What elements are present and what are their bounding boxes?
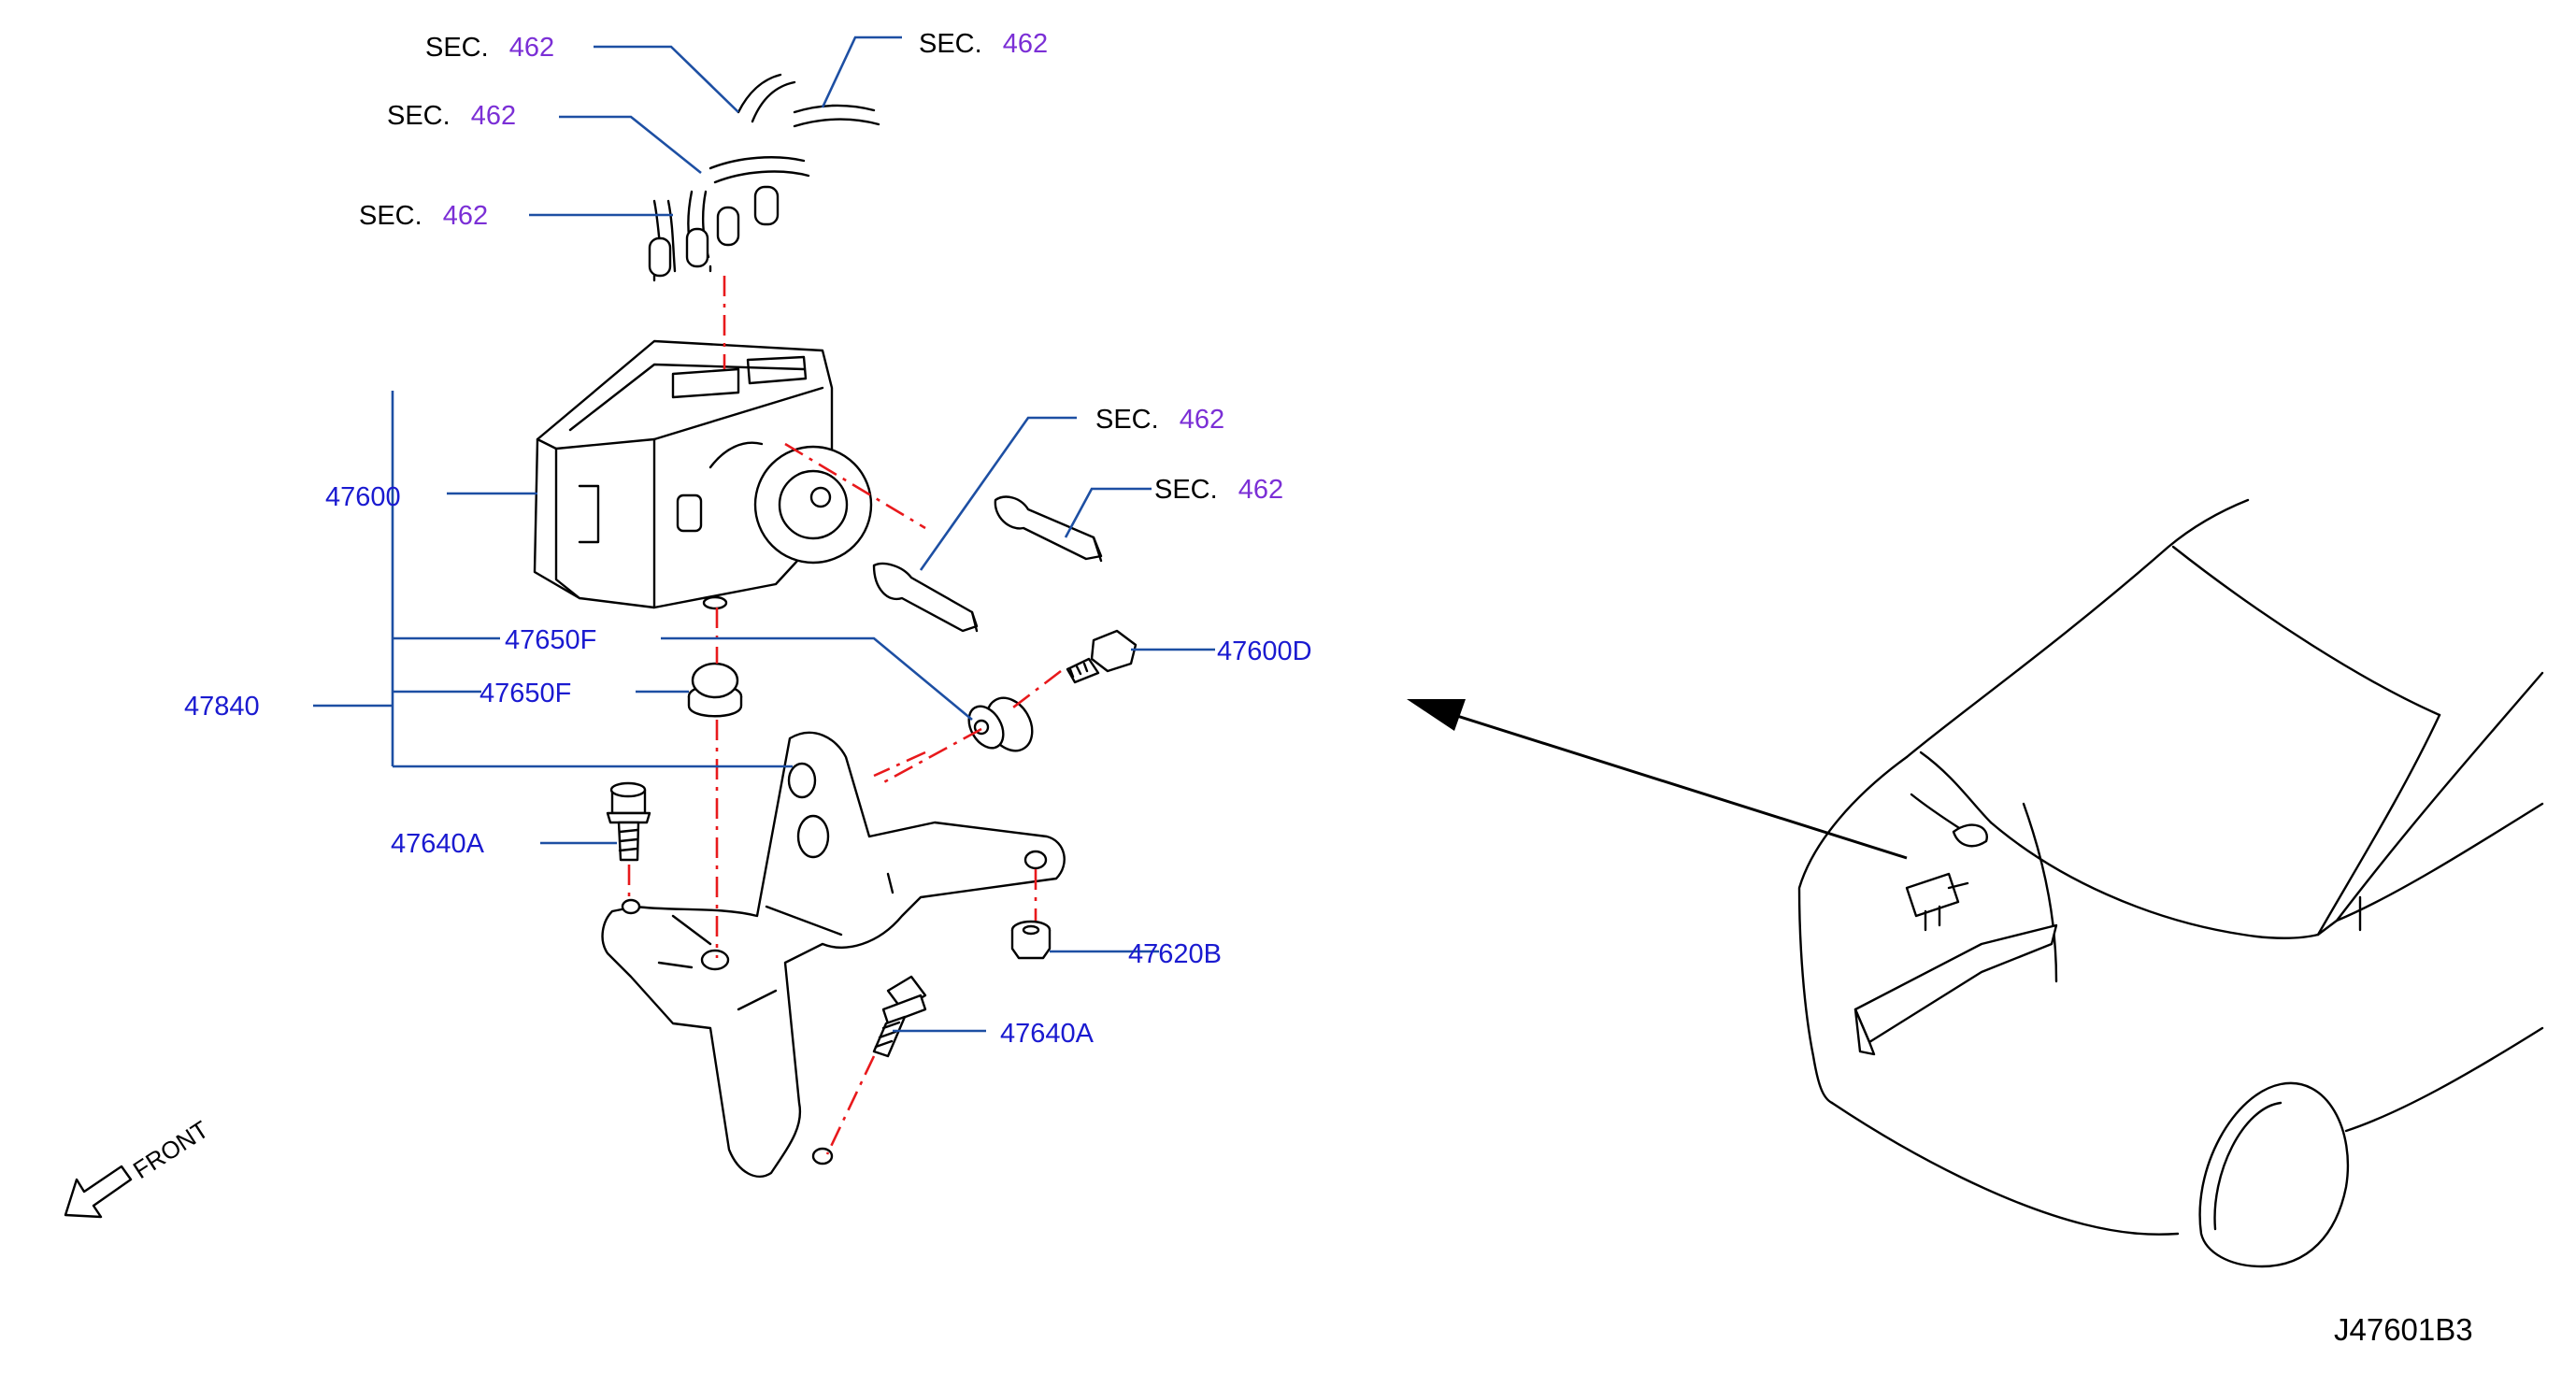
sec-ref-4: SEC.462 (359, 201, 488, 231)
part-label-bushing-lower: 47650F (479, 679, 571, 708)
sec-ref-6: SEC.462 (1154, 475, 1283, 505)
part-label-bushing-upper: 47650F (505, 625, 596, 655)
sec-ref-1: SEC.462 (425, 33, 554, 63)
sensor-connectors (872, 495, 1103, 633)
bolt-47600d (1066, 629, 1138, 684)
vehicle-outline (1797, 498, 2544, 1268)
part-label-nut: 47620B (1128, 939, 1222, 969)
bushing-side (967, 696, 1034, 752)
assembly-centerlines (627, 276, 1062, 1155)
front-direction-indicator: FRONT (64, 1115, 214, 1219)
diagram-code: J47601B3 (2334, 1312, 2473, 1347)
leader-lines (313, 36, 1215, 1033)
locator-arrow (1407, 699, 1908, 860)
part-label-bolt-side: 47600D (1217, 636, 1312, 666)
mounting-bracket (601, 731, 1066, 1178)
front-label: FRONT (128, 1115, 214, 1184)
sec-ref-3: SEC.462 (387, 101, 516, 131)
abs-actuator-unit (533, 339, 873, 610)
part-label-bolt-left: 47640A (391, 829, 485, 859)
part-label-abs-actuator: 47600 (325, 482, 401, 512)
part-label-bracket: 47840 (184, 692, 260, 722)
section-references: SEC.462 SEC.462 SEC.462 SEC.462 SEC.462 … (359, 29, 1283, 505)
bushing-upper (687, 662, 743, 718)
sec-ref-2: SEC.462 (919, 29, 1048, 59)
part-number-labels: 47600 47650F 47650F 47840 47600D 47640A … (184, 482, 1312, 1049)
sec-ref-5: SEC.462 (1095, 405, 1224, 435)
harness-connectors (648, 73, 880, 282)
nut-47620b (1010, 920, 1052, 960)
bolt-47640a-bottom (872, 975, 927, 1058)
bolt-47640a-left (606, 781, 651, 862)
part-label-bolt-bottom: 47640A (1000, 1019, 1095, 1049)
